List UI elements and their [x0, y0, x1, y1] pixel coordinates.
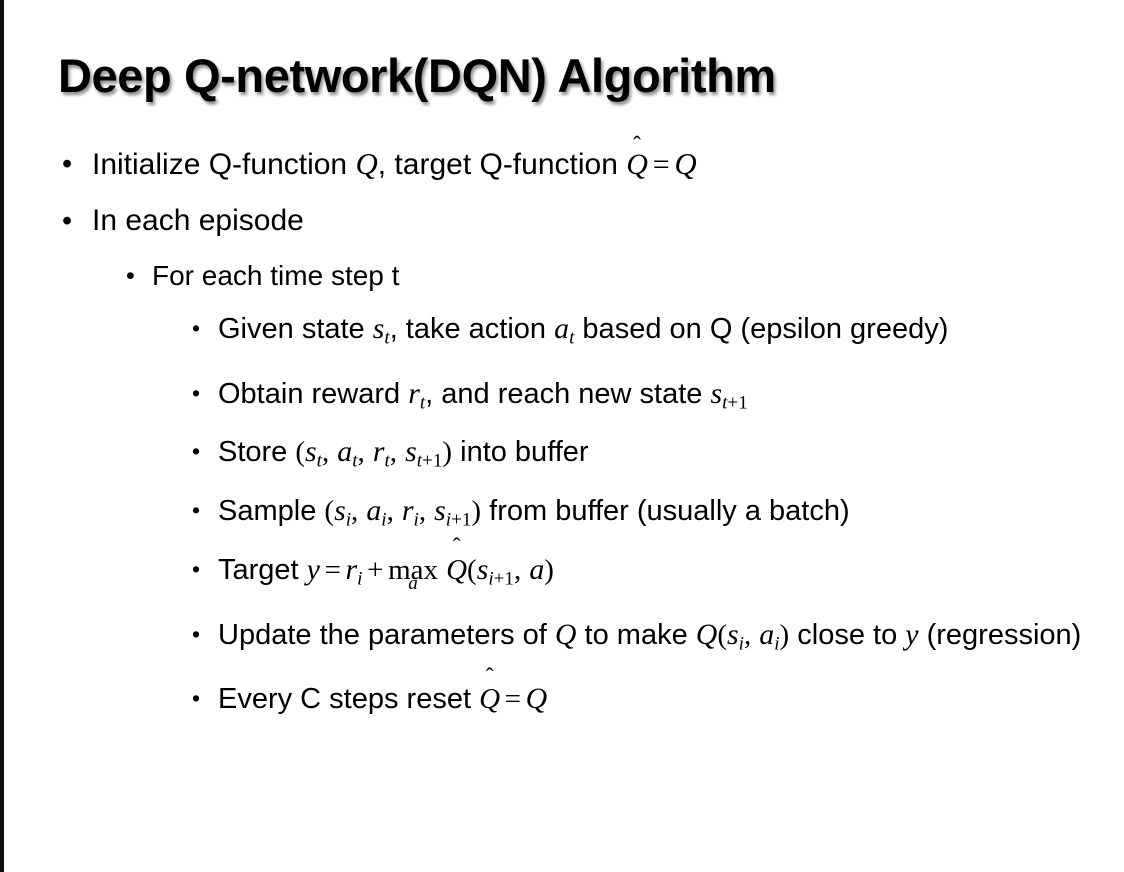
bullet-initialize-q-function: • Initialize Q-function Q, target Q-func…: [0, 144, 1124, 185]
bullet-every-c-steps-reset: • Every C steps reset Q̂=Q: [0, 675, 1124, 723]
bullet-marker-icon: •: [192, 555, 201, 582]
bullet-store-into-buffer: • Store (st, at, rt, st+1) into buffer: [0, 428, 1124, 485]
bullet-marker-icon: •: [192, 315, 201, 341]
bullet-text-in-each-episode: In each episode: [92, 204, 304, 237]
bullet-marker-icon: •: [126, 262, 135, 290]
bullet-for-each-time-step: • For each time step t: [0, 257, 1124, 295]
bullet-marker-icon: •: [192, 438, 201, 465]
bullet-text-given-state-take-action: Given state st, take action at based on …: [218, 312, 949, 349]
bullet-text-store-into-buffer: Store (st, at, rt, st+1) into buffer: [218, 435, 589, 473]
bullet-text-sample-from-buffer: Sample (si, ai, ri, si+1) from buffer (u…: [218, 494, 850, 531]
bullet-marker-icon: •: [62, 205, 73, 237]
bullet-list: • Initialize Q-function Q, target Q-func…: [0, 144, 1124, 723]
bullet-marker-icon: •: [192, 497, 201, 524]
page-title: Deep Q-network(DQN) Algorithm: [58, 49, 776, 102]
bullet-text-every-c-steps-reset: Every C steps reset Q̂=Q: [218, 682, 548, 716]
bullet-marker-icon: •: [192, 379, 201, 406]
bullet-marker-icon: •: [62, 148, 73, 180]
bullet-obtain-reward: • Obtain reward rt, and reach new state …: [0, 370, 1124, 427]
slide-left-edge-strip: [0, 0, 4, 872]
bullet-marker-icon: •: [192, 685, 201, 712]
bullet-text-update-parameters: Update the parameters of Q to make Q(si,…: [218, 617, 1082, 655]
bullet-marker-icon: •: [192, 620, 201, 647]
bullet-given-state-take-action: • Given state st, take action at based o…: [0, 305, 1124, 362]
bullet-text-for-each-time-step: For each time step t: [152, 260, 400, 291]
bullet-text-initialize-q-function: Initialize Q-function Q, target Q-functi…: [92, 146, 697, 181]
bullet-text-obtain-reward: Obtain reward rt, and reach new state st…: [218, 376, 748, 414]
bullet-in-each-episode: • In each episode: [0, 201, 1124, 241]
bullet-sample-from-buffer: • Sample (si, ai, ri, si+1) from buffer …: [0, 487, 1124, 544]
bullet-update-parameters: • Update the parameters of Q to make Q(s…: [0, 611, 1124, 668]
